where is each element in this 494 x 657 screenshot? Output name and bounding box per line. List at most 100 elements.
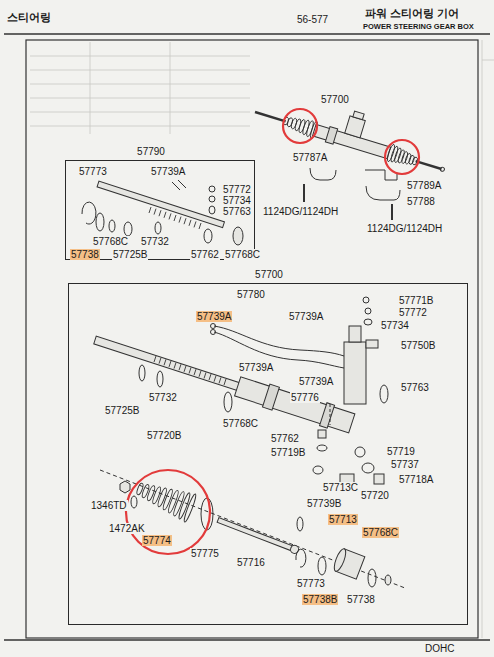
yoke xyxy=(340,474,354,486)
header-rule xyxy=(4,33,490,35)
part-number: 57772 xyxy=(222,184,252,195)
part-number: 57787A xyxy=(292,152,328,163)
part-number: 57739A xyxy=(196,311,232,322)
group-box: 57790 xyxy=(65,160,255,260)
ring xyxy=(368,569,376,587)
o-ring xyxy=(209,206,215,214)
boot xyxy=(386,144,418,166)
valve-body xyxy=(344,342,366,404)
part-number: 57750B xyxy=(400,340,436,351)
part-number: 57739A xyxy=(288,311,324,322)
part-number: 57738 xyxy=(346,594,376,605)
valve-body xyxy=(349,326,361,342)
part-number: 57762 xyxy=(270,433,300,444)
part-number: 57713C xyxy=(322,482,359,493)
part-number: 1124DG/1124DH xyxy=(366,223,443,234)
seal xyxy=(139,365,145,381)
assembly-axis xyxy=(100,470,405,588)
part-number: 57739B xyxy=(306,498,342,509)
pipe xyxy=(214,332,344,368)
fitting xyxy=(211,324,216,329)
clip xyxy=(131,496,137,508)
ring xyxy=(355,447,365,457)
page-header: 스티어링 xyxy=(6,12,52,23)
page-header: 56-577 xyxy=(296,14,329,25)
o-ring xyxy=(364,319,372,325)
part-number: 57725B xyxy=(104,405,140,416)
pipe xyxy=(214,326,344,356)
part-number: 57720 xyxy=(360,490,390,501)
bolt xyxy=(391,204,393,220)
part-number: 57762 xyxy=(190,249,220,260)
bushing xyxy=(385,575,391,585)
footer-text: DOHC xyxy=(424,643,455,654)
ring xyxy=(157,371,163,387)
snap-ring xyxy=(82,202,96,224)
part-number: 57739A xyxy=(150,166,186,177)
bushing xyxy=(332,547,365,579)
part-number: 57725B xyxy=(112,249,148,260)
part-number: 57720B xyxy=(146,430,182,441)
part-number: 57713 xyxy=(328,514,358,525)
ring xyxy=(318,557,326,575)
part-number: 57739A xyxy=(298,376,334,387)
part-number: 57734 xyxy=(222,195,252,206)
bushing xyxy=(224,392,232,412)
seal xyxy=(155,222,161,234)
page-header: POWER STEERING GEAR BOX xyxy=(362,22,475,31)
part-number: 57716 xyxy=(236,557,266,568)
part-number: 57763 xyxy=(400,382,430,393)
part-number: 57732 xyxy=(148,392,178,403)
rack-teeth xyxy=(154,356,226,385)
pipe-stub xyxy=(172,180,186,190)
highlight-circle xyxy=(126,470,210,554)
part-number: 57738B xyxy=(302,594,338,605)
plug xyxy=(374,474,384,484)
part-number: 57734 xyxy=(380,320,410,331)
rack-and-housing xyxy=(91,329,355,435)
seal xyxy=(124,222,132,236)
washer xyxy=(109,220,115,232)
clamp-bracket xyxy=(310,168,336,180)
part-number: 57763 xyxy=(222,206,252,217)
seal xyxy=(204,229,212,243)
part-number: 57718A xyxy=(398,474,434,485)
part-number: 57719 xyxy=(386,446,416,457)
part-number: 57773 xyxy=(296,578,326,589)
assembly-number: 57700 xyxy=(254,269,284,280)
assembly-number: 57790 xyxy=(136,146,166,157)
seal xyxy=(313,466,323,474)
part-number: 57773 xyxy=(78,166,108,177)
fitting xyxy=(211,330,216,335)
group-box: 57700 xyxy=(68,283,468,625)
part-number: 57771B xyxy=(398,295,434,306)
page-header: 파워 스티어링 기어 xyxy=(364,8,460,19)
o-ring xyxy=(209,196,215,202)
gear-box-assembly xyxy=(253,83,453,177)
part-number: 57768C xyxy=(222,418,259,429)
highlight-circle xyxy=(385,140,419,174)
o-ring xyxy=(365,308,371,314)
part-number: 57737 xyxy=(390,459,420,470)
rack-bar xyxy=(97,181,224,227)
highlight-circle xyxy=(283,109,317,143)
part-number: 57774 xyxy=(142,535,172,546)
snap-ring xyxy=(296,549,306,567)
valve-fitting xyxy=(366,340,378,348)
nut xyxy=(120,481,130,493)
tie-rod xyxy=(217,516,300,554)
part-number: 1346TD xyxy=(90,500,128,511)
spring xyxy=(362,463,374,473)
part-number: 57768C xyxy=(362,527,399,538)
part-number: 57739A xyxy=(238,362,274,373)
part-number: 57776 xyxy=(290,392,320,403)
part-number: 57768C xyxy=(92,236,129,247)
assembly-line xyxy=(330,404,331,425)
o-ring xyxy=(363,297,369,303)
part-number: 1124DG/1124DH xyxy=(262,206,339,217)
part-number: 57775 xyxy=(190,548,220,559)
clamp-bracket xyxy=(366,186,400,200)
part-number: 57772 xyxy=(398,307,428,318)
